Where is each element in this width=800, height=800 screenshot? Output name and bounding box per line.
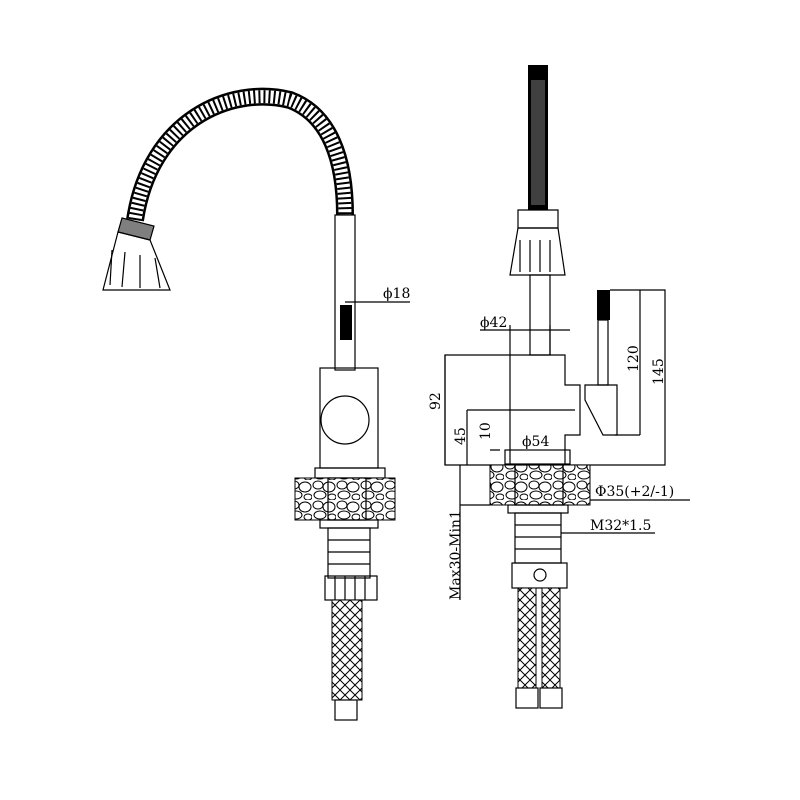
front-view: ϕ42 ϕ54 92 45 10 120 145 Φ35(+2/-1) M32*… [428, 65, 690, 709]
hose-nut [324, 575, 378, 601]
body-front [444, 354, 581, 466]
dim-spout-diameter: ϕ18 [383, 286, 410, 302]
spray-head [102, 217, 171, 291]
side-view: ϕ18 [102, 87, 410, 721]
lever-handle [584, 384, 618, 436]
dim-body-height: 92 [428, 392, 444, 410]
braided-hose [331, 599, 363, 701]
dim-body-diameter: ϕ42 [480, 315, 507, 331]
handle-cap [320, 395, 370, 445]
dim-handle-total: 145 [651, 358, 667, 385]
dim-lever-height: 45 [453, 427, 469, 445]
tube-knurl [340, 305, 352, 340]
hose-nut-front [511, 562, 568, 589]
hose-front [528, 65, 548, 210]
spout-tube [334, 214, 356, 371]
flexible-hose [126, 87, 354, 222]
dim-base-height: 10 [478, 422, 494, 440]
countertop [294, 477, 396, 521]
dim-thread: M32*1.5 [590, 518, 651, 534]
spray-head-front [509, 227, 566, 276]
dim-handle-height: 120 [626, 345, 642, 372]
dim-counter-thickness: Max30-Min1 [448, 510, 464, 600]
base-plate [314, 467, 386, 479]
dim-base-diameter: ϕ54 [522, 434, 549, 450]
dim-hole-diameter: Φ35(+2/-1) [595, 484, 674, 500]
countertop-front [489, 464, 591, 506]
handle-knurl [597, 290, 610, 320]
braided-hoses-front [517, 587, 537, 689]
